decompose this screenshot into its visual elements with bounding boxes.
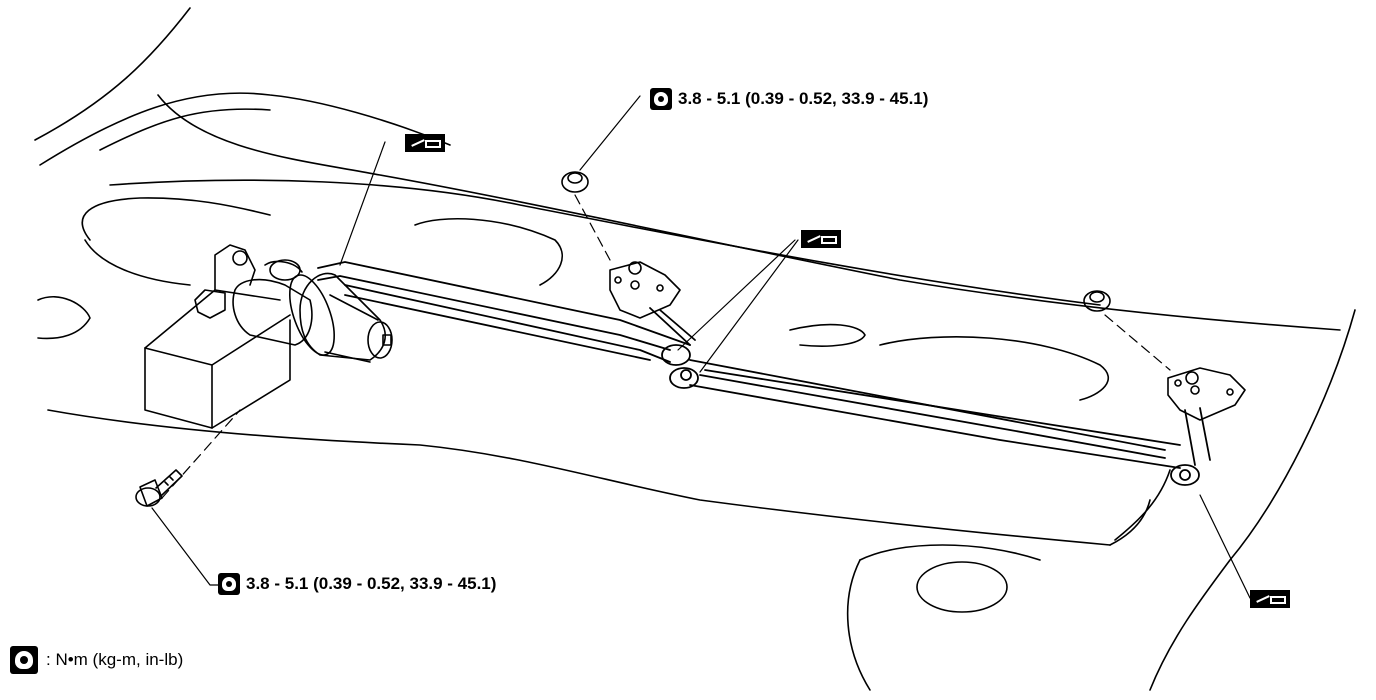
pivot-nut-left xyxy=(561,171,589,193)
cowl-panel-outline xyxy=(34,7,1356,691)
grease-point-icon xyxy=(1250,590,1290,608)
grease-point-icon xyxy=(405,134,445,152)
pivot-left xyxy=(609,261,681,319)
torque-spec-top: 3.8 - 5.1 (0.39 - 0.52, 33.9 - 45.1) xyxy=(650,88,928,110)
linkage-rods xyxy=(317,261,1211,486)
wiper-motor xyxy=(232,259,393,363)
torque-wrench-icon xyxy=(650,88,672,110)
motor-bracket xyxy=(144,244,291,429)
leader-lines xyxy=(151,95,1251,599)
torque-spec-bottom: 3.8 - 5.1 (0.39 - 0.52, 33.9 - 45.1) xyxy=(218,573,496,595)
torque-wrench-icon xyxy=(10,646,38,674)
torque-wrench-icon xyxy=(218,573,240,595)
torque-spec-bottom-text: 3.8 - 5.1 (0.39 - 0.52, 33.9 - 45.1) xyxy=(246,574,497,593)
motor-bolt xyxy=(135,469,183,507)
pivot-right xyxy=(1167,367,1246,421)
pivot-nut-right xyxy=(1083,290,1111,312)
grease-point-icon xyxy=(801,230,841,248)
unit-legend: : N•m (kg-m, in-lb) xyxy=(10,646,183,674)
unit-legend-text: : N•m (kg-m, in-lb) xyxy=(46,650,184,669)
torque-spec-top-text: 3.8 - 5.1 (0.39 - 0.52, 33.9 - 45.1) xyxy=(678,89,929,108)
